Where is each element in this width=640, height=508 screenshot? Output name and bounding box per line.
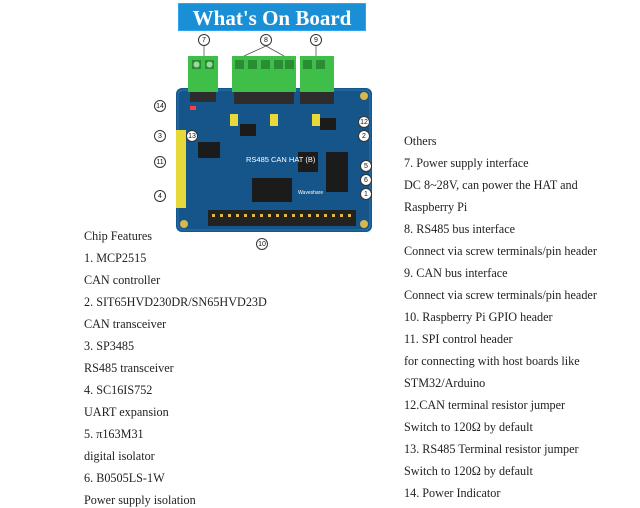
spi-header	[176, 130, 186, 208]
others-line-3: Raspberry Pi	[404, 200, 468, 214]
callout-13: 13	[186, 130, 198, 142]
rs485-terminals	[232, 56, 296, 104]
callout-7: 7	[198, 34, 210, 46]
others-line-12: 12.CAN terminal resistor jumper	[404, 398, 566, 412]
others-line-11: STM32/Arduino	[404, 376, 486, 390]
can-terminals	[300, 56, 334, 104]
chip-3-title: 3. SP3485	[84, 339, 135, 353]
others-line-2: DC 8~28V, can power the HAT and	[404, 178, 578, 192]
others-line-1: 7. Power supply interface	[404, 156, 529, 170]
others-line-10: for connecting with host boards like	[404, 354, 580, 368]
chip-5-desc: digital isolator	[84, 449, 155, 463]
chip-1-desc: CAN controller	[84, 273, 161, 287]
others-line-5: Connect via screw terminals/pin header	[404, 244, 597, 258]
rs485-jumper	[230, 114, 238, 126]
chip-3-desc: RS485 transceiver	[84, 361, 174, 375]
callout-11: 11	[154, 156, 166, 168]
chip-2-title: 2. SIT65HVD230DR/SN65HVD23D	[84, 295, 267, 309]
chip-5-title: 5. π163M31	[84, 427, 144, 441]
others-line-13: Switch to 120Ω by default	[404, 420, 533, 434]
brand-text: Waveshare	[298, 190, 323, 196]
power-led	[190, 106, 196, 110]
chip-6-title: 6. B0505LS-1W	[84, 471, 165, 485]
board-drawing: RS485 CAN HAT (B) Waveshare	[176, 45, 372, 232]
others-line-7: Connect via screw terminals/pin header	[404, 288, 597, 302]
callout-4: 4	[154, 190, 166, 202]
callout-5: 5	[360, 160, 372, 172]
callout-14: 14	[154, 100, 166, 112]
power-terminal	[188, 56, 218, 102]
gpio-header	[208, 210, 356, 226]
others-line-16: 14. Power Indicator	[404, 486, 501, 500]
callout-2: 2	[358, 130, 370, 142]
can-controller	[298, 152, 318, 172]
chip-4-title: 4. SC16IS752	[84, 383, 153, 397]
others-heading: Others	[404, 134, 437, 148]
others-line-9: 11. SPI control header	[404, 332, 513, 346]
chip-4-desc: UART expansion	[84, 405, 169, 419]
callout-9: 9	[310, 34, 322, 46]
isolation-module	[198, 142, 220, 158]
callout-1: 1	[360, 188, 372, 200]
others-line-14: 13. RS485 Terminal resistor jumper	[404, 442, 579, 456]
isolator-chip	[326, 152, 348, 192]
callout-8: 8	[260, 34, 272, 46]
rs485-transceiver	[240, 124, 256, 136]
callout-12: 12	[358, 116, 370, 128]
callout-3: 3	[154, 130, 166, 142]
others-line-8: 10. Raspberry Pi GPIO header	[404, 310, 553, 324]
others-line-4: 8. RS485 bus interface	[404, 222, 516, 236]
page-banner: What's On Board	[178, 3, 366, 31]
chip-features-heading: Chip Features	[84, 229, 153, 243]
others-line-6: 9. CAN bus interface	[404, 266, 508, 280]
chip-6-desc: Power supply isolation	[84, 493, 196, 507]
can-transceiver	[320, 118, 336, 130]
uart-chip	[252, 178, 292, 202]
chip-2-desc: CAN transceiver	[84, 317, 167, 331]
chip-1-title: 1. MCP2515	[84, 251, 147, 265]
silkscreen-name: RS485 CAN HAT (B)	[246, 155, 316, 164]
callout-10: 10	[256, 238, 268, 250]
can-jumper	[312, 114, 320, 126]
others-line-15: Switch to 120Ω by default	[404, 464, 533, 478]
board-illustration: RS485 CAN HAT (B) Waveshare 7 8 9 14 3 1…	[148, 34, 380, 252]
callout-6: 6	[360, 174, 372, 186]
